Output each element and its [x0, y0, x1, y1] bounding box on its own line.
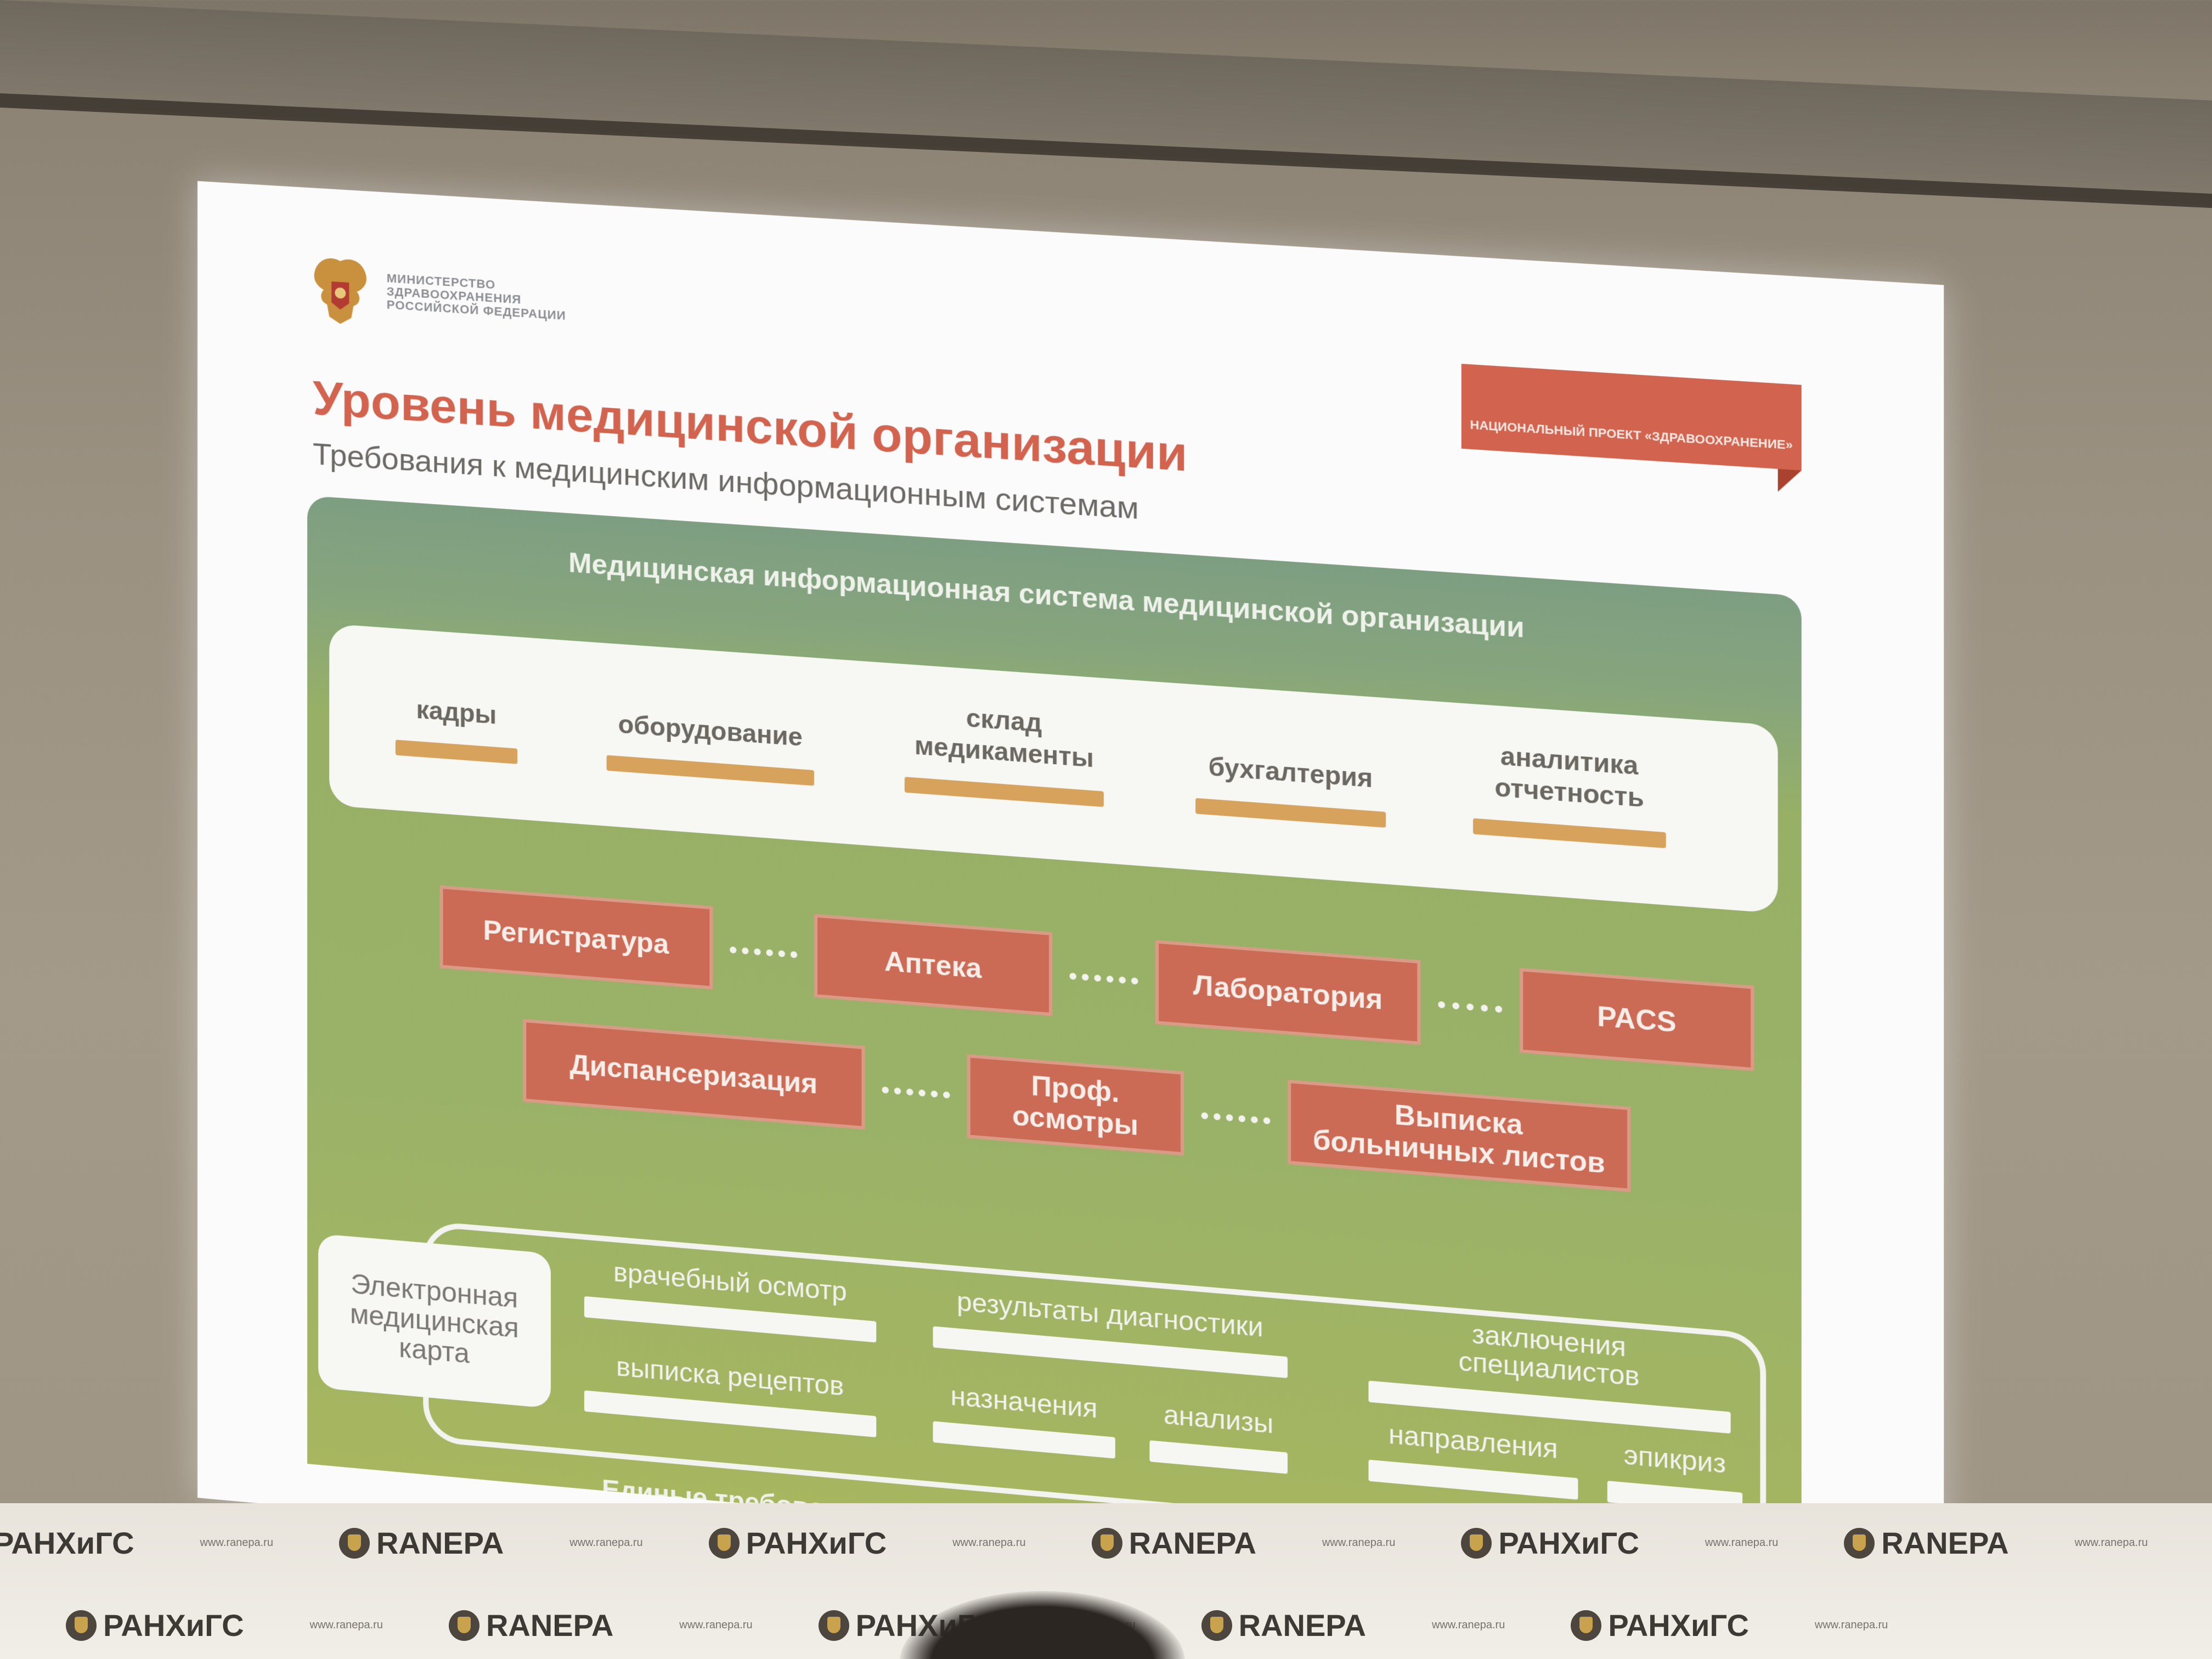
press-url: www.ranepa.ru — [569, 1537, 642, 1549]
emr-card: Электронная медицинская карта — [318, 1234, 551, 1408]
ranepa-logo: РАНХиГС — [66, 1607, 244, 1643]
connector-dots — [1201, 1112, 1271, 1131]
ranepa-emblem-icon — [449, 1610, 479, 1641]
ranepa-emblem-icon — [1201, 1610, 1232, 1641]
service-sick-leave: Выписка больничных листов — [1288, 1080, 1631, 1192]
press-url: www.ranepa.ru — [679, 1619, 752, 1632]
module-bar — [1195, 798, 1386, 828]
module-analytics: аналитика отчетность — [1473, 738, 1666, 848]
ceiling — [0, 0, 2212, 205]
module-label: кадры — [416, 694, 497, 731]
module-bar — [1473, 818, 1666, 848]
press-url: www.ranepa.ru — [1322, 1537, 1395, 1549]
module-label: бухгалтерия — [1209, 751, 1373, 794]
ranepa-logo: РАНХиГС — [1571, 1607, 1749, 1643]
ministry-logo: Министерство здравоохранения Российской … — [307, 248, 566, 341]
ranepa-emblem-icon — [66, 1610, 97, 1641]
module-label: оборудование — [618, 708, 803, 753]
ranepa-logo: РАНХиГС — [0, 1525, 134, 1561]
module-warehouse: склад медикаменты — [905, 697, 1104, 807]
field-analyses: анализы — [1149, 1400, 1288, 1474]
ranepa-logo: RANEPA — [1844, 1525, 2008, 1561]
press-url: www.ranepa.ru — [310, 1619, 383, 1632]
service-pharmacy: Аптека — [814, 914, 1052, 1016]
ranepa-emblem-icon — [709, 1528, 740, 1559]
module-bar — [607, 755, 814, 786]
service-label: Диспансеризация — [570, 1048, 818, 1099]
connector-dots — [730, 946, 797, 965]
service-laboratory: Лаборатория — [1155, 940, 1421, 1045]
press-url: www.ranepa.ru — [1815, 1619, 1888, 1632]
service-pacs: PACS — [1520, 968, 1754, 1071]
ranepa-emblem-icon — [819, 1610, 849, 1641]
press-url: www.ranepa.ru — [1705, 1537, 1778, 1549]
connector-dots — [1438, 1001, 1502, 1020]
module-bar — [396, 740, 517, 764]
press-url: www.ranepa.ru — [952, 1537, 1025, 1549]
ranepa-logo: RANEPA — [339, 1525, 504, 1561]
ranepa-logo: RANEPA — [1201, 1607, 1366, 1643]
service-registry: Регистратура — [440, 885, 713, 990]
double-headed-eagle-icon — [307, 248, 374, 329]
module-accounting: бухгалтерия — [1195, 718, 1386, 828]
ranepa-emblem-icon — [1092, 1528, 1122, 1559]
modules-strip: кадры оборудование склад медикаменты — [329, 624, 1778, 913]
module-bar — [905, 777, 1104, 807]
press-url: www.ranepa.ru — [2075, 1537, 2148, 1549]
ranepa-logo: RANEPA — [449, 1607, 613, 1643]
module-equipment: оборудование — [607, 676, 814, 786]
press-row: РАНХиГС www.ranepa.ru RANEPA www.ranepa.ru… — [0, 1525, 2212, 1561]
ranepa-emblem-icon — [339, 1528, 370, 1559]
press-url: www.ranepa.ru — [1432, 1619, 1505, 1632]
service-dispensary: Диспансеризация — [523, 1019, 865, 1130]
ranepa-logo: РАНХиГС — [709, 1525, 887, 1561]
national-project-label: Национальный проект «Здравоохранение» — [1470, 417, 1792, 453]
projected-slide: Министерство здравоохранения Российской … — [198, 181, 1944, 1658]
ranepa-emblem-icon — [1461, 1528, 1492, 1559]
press-url: www.ranepa.ru — [200, 1537, 273, 1549]
national-project-ribbon: Национальный проект «Здравоохранение» — [1462, 364, 1802, 470]
ranepa-emblem-icon — [1571, 1610, 1601, 1641]
mis-panel: Медицинская информационная система медиц… — [307, 495, 1802, 1599]
connector-dots — [1069, 973, 1138, 991]
module-staff: кадры — [396, 662, 517, 764]
connector-dots — [882, 1086, 950, 1105]
ranepa-logo: RANEPA — [1092, 1525, 1256, 1561]
ranepa-logo: РАНХиГС — [1461, 1525, 1639, 1561]
ministry-name: Министерство здравоохранения Российской … — [387, 272, 566, 323]
service-prof-exams: Проф. осмотры — [967, 1054, 1184, 1155]
ranepa-emblem-icon — [1844, 1528, 1875, 1559]
